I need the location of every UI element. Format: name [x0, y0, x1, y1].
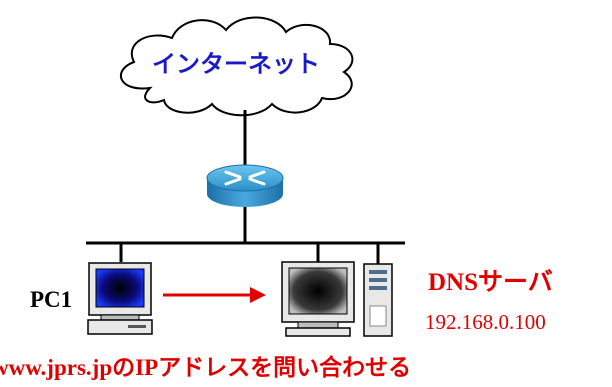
dns-server-monitor-icon: [281, 261, 355, 337]
router-icon: [206, 164, 284, 207]
query-arrow: [163, 287, 266, 303]
pc1-label: PC1: [30, 287, 73, 312]
dns-server-tower-icon: [363, 263, 393, 337]
pc1-computer-icon: [87, 262, 153, 335]
dns-server-label: DNSサーバ: [428, 269, 553, 296]
dns-server-ip: 192.168.0.100: [425, 310, 546, 334]
internet-cloud-label: インターネット: [152, 50, 320, 78]
internet-cloud: [120, 16, 354, 117]
query-caption: www.jprs.jpのIPアドレスを問い合わせる: [0, 355, 412, 380]
